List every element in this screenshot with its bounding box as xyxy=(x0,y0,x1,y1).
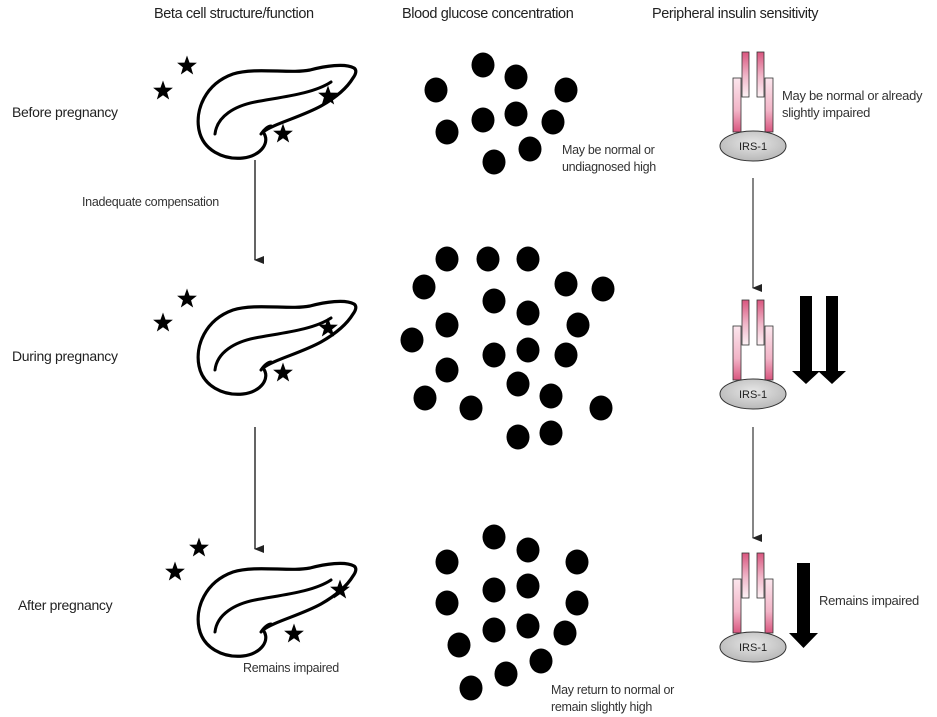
down-arrow-icon-during-2 xyxy=(818,296,846,384)
glucose-molecule-dot xyxy=(516,613,540,639)
glucose-molecule-dot xyxy=(518,136,542,162)
glucose-molecule-dot xyxy=(516,337,540,363)
glucose-molecule-dot xyxy=(435,590,459,616)
star-icon xyxy=(165,561,185,581)
glucose-molecule-dot xyxy=(459,395,483,421)
glucose-molecule-dot xyxy=(476,246,500,272)
glucose-molecule-dot xyxy=(565,590,589,616)
glucose-molecule-dot xyxy=(516,246,540,272)
glucose-molecule-dot xyxy=(482,149,506,175)
glucose-molecule-dot xyxy=(565,549,589,575)
header-insulin-sensitivity: Peripheral insulin sensitivity xyxy=(652,6,819,22)
star-icon xyxy=(153,312,173,332)
glucose-molecule-dot xyxy=(516,573,540,599)
glucose-molecule-dot xyxy=(494,661,518,687)
glucose-molecule-dot xyxy=(435,312,459,338)
insulin-note-after: Remains impaired xyxy=(819,593,919,608)
glucose-note-before-line-2: undiagnosed high xyxy=(562,160,656,174)
glucose-molecule-dot xyxy=(554,342,578,368)
star-icon xyxy=(284,623,304,643)
glucose-molecule-dot xyxy=(589,395,613,421)
insulin-note-before: May be normal or already slightly impair… xyxy=(782,87,923,121)
glucose-molecule-dot xyxy=(413,385,437,411)
stage-label-before: Before pregnancy xyxy=(12,104,118,120)
header-blood-glucose: Blood glucose concentration xyxy=(402,6,574,22)
glucose-molecule-dot xyxy=(459,675,483,701)
irs1-label-before: IRS-1 xyxy=(739,141,767,153)
down-arrow-icon-during-1 xyxy=(792,296,820,384)
glucose-molecule-dot xyxy=(539,420,563,446)
glucose-dots xyxy=(400,52,615,701)
glucose-molecule-dot xyxy=(504,101,528,127)
glucose-molecule-dot xyxy=(553,620,577,646)
glucose-note-after-line-1: May return to normal or xyxy=(551,683,675,697)
glucose-molecule-dot xyxy=(506,424,530,450)
star-icon xyxy=(177,288,197,308)
glucose-molecule-dot xyxy=(539,383,563,409)
pancreas-icon-before xyxy=(196,63,358,160)
glucose-molecule-dot xyxy=(482,288,506,314)
glucose-molecule-dot xyxy=(435,357,459,383)
glucose-molecule-dot xyxy=(400,327,424,353)
glucose-molecule-dot xyxy=(435,119,459,145)
insulin-note-before-line-1: May be normal or already xyxy=(782,88,923,103)
beta-note-after: Remains impaired xyxy=(243,661,339,675)
glucose-molecule-dot xyxy=(482,342,506,368)
glucose-molecule-dot xyxy=(506,371,530,397)
star-icon xyxy=(153,80,173,100)
glucose-molecule-dot xyxy=(482,617,506,643)
glucose-molecule-dot xyxy=(482,524,506,550)
glucose-note-before: May be normal or undiagnosed high xyxy=(562,142,656,176)
glucose-molecule-dot xyxy=(541,109,565,135)
irs1-label-after: IRS-1 xyxy=(739,642,767,654)
glucose-molecule-dot xyxy=(516,300,540,326)
glucose-molecule-dot xyxy=(471,107,495,133)
glucose-molecule-dot xyxy=(591,276,615,302)
glucose-molecule-dot xyxy=(424,77,448,103)
down-arrow-icon-after xyxy=(789,563,818,648)
glucose-note-before-line-1: May be normal or xyxy=(562,143,655,157)
glucose-molecule-dot xyxy=(529,648,553,674)
glucose-molecule-dot xyxy=(554,271,578,297)
glucose-note-after-line-2: remain slightly high xyxy=(551,700,652,714)
header-beta-cell: Beta cell structure/function xyxy=(154,6,314,22)
beta-cell-stars xyxy=(153,55,350,643)
stage-label-during: During pregnancy xyxy=(12,348,118,364)
glucose-molecule-dot xyxy=(566,312,590,338)
glucose-molecule-dot xyxy=(435,246,459,272)
star-icon xyxy=(177,55,197,75)
glucose-molecule-dot xyxy=(504,64,528,90)
irs1-label-during: IRS-1 xyxy=(739,389,767,401)
stage-label-after: After pregnancy xyxy=(18,597,113,613)
star-icon xyxy=(273,362,293,382)
insulin-note-before-line-2: slightly impaired xyxy=(782,105,871,120)
glucose-molecule-dot xyxy=(447,632,471,658)
pancreas-icon-after xyxy=(196,561,358,658)
glucose-molecule-dot xyxy=(435,549,459,575)
glucose-note-after: May return to normal or remain slightly … xyxy=(551,682,674,716)
glucose-molecule-dot xyxy=(482,577,506,603)
pancreas-icon-during xyxy=(196,299,358,396)
glucose-molecule-dot xyxy=(471,52,495,78)
transition-label-inadequate-compensation: Inadequate compensation xyxy=(82,195,219,209)
glucose-molecule-dot xyxy=(516,537,540,563)
glucose-molecule-dot xyxy=(554,77,578,103)
star-icon xyxy=(189,537,209,557)
glucose-molecule-dot xyxy=(412,274,436,300)
